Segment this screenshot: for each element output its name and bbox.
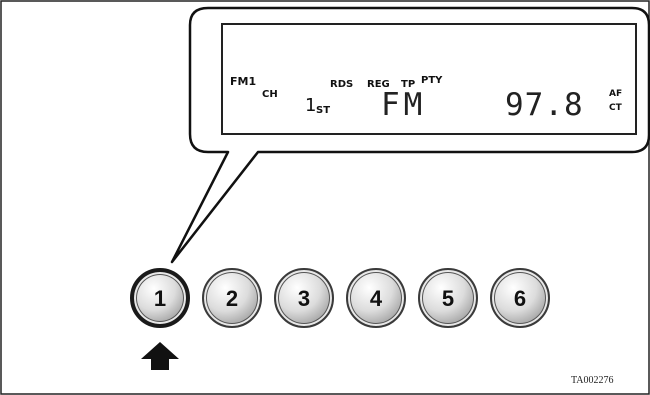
lcd-screen xyxy=(221,23,637,135)
preset-label: 5 xyxy=(441,286,455,311)
pty-indicator: PTY xyxy=(421,75,443,86)
preset-label: 1 xyxy=(153,286,167,311)
preset-button-6[interactable]: 6 xyxy=(490,268,550,328)
preset-button-3[interactable]: 3 xyxy=(274,268,334,328)
frequency-display: 97.8 xyxy=(505,87,584,123)
up-arrow-icon xyxy=(141,342,179,370)
reg-indicator: REG xyxy=(367,79,390,90)
preset-label: 6 xyxy=(513,286,527,311)
preset-label: 3 xyxy=(297,286,311,311)
preset-button-2[interactable]: 2 xyxy=(202,268,262,328)
band-display-text: FM xyxy=(381,87,427,123)
af-indicator: AF xyxy=(609,89,623,99)
stereo-indicator: ST xyxy=(316,105,331,116)
rds-indicator: RDS xyxy=(330,79,354,90)
ct-indicator: CT xyxy=(609,103,622,113)
preset-button-4[interactable]: 4 xyxy=(346,268,406,328)
band-indicator: FM1 xyxy=(230,75,257,88)
tp-indicator: TP xyxy=(401,79,416,90)
preset-label: 4 xyxy=(369,286,383,311)
channel-indicator: CH xyxy=(262,89,278,100)
preset-button-5[interactable]: 5 xyxy=(418,268,478,328)
preset-number-indicator: 1 xyxy=(305,95,317,116)
preset-button-row: 1 2 3 4 5 6 xyxy=(130,268,570,330)
figure-code: TA002276 xyxy=(571,375,614,386)
preset-button-1[interactable]: 1 xyxy=(130,268,190,328)
preset-label: 2 xyxy=(225,286,239,311)
